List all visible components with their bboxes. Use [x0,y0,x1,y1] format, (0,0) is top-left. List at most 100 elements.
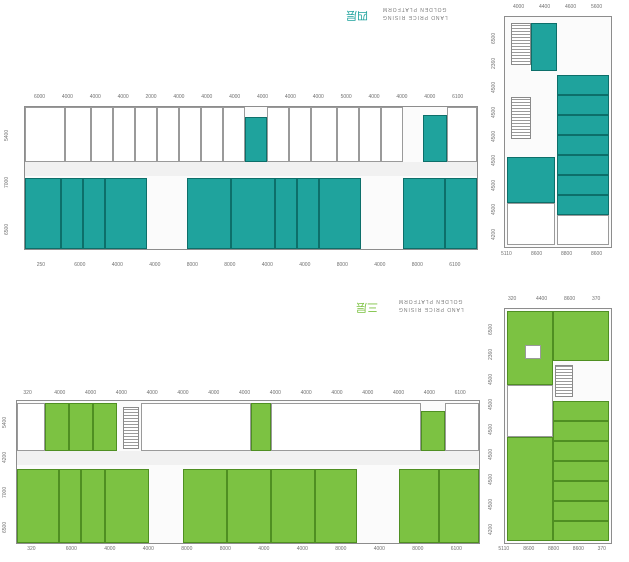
dimension-label: 5110 [501,251,512,257]
dimension-label: 4000 [111,262,123,268]
dimension-label: 4000 [269,390,281,396]
dimension-label: 4500 [491,106,497,118]
dimension-label: 4000 [149,262,161,268]
room [17,403,45,451]
dimension-label: 4000 [258,546,270,552]
dimension-label: 6100 [452,94,464,100]
dimension-label: 6500 [491,33,497,45]
room [289,107,311,162]
dimension-label: 4000 [146,390,158,396]
dimension-label: 5000 [340,94,352,100]
floor-3-subtitle-1: GOLDEN PLATFORM [398,298,463,304]
room-highlight [421,411,445,451]
room-highlight [245,117,267,162]
room-highlight [227,469,271,543]
room-highlight [25,178,61,249]
dimension-label: 4500 [491,130,497,142]
dimension-label: 5400 [4,130,10,142]
dimension-label: 6100 [450,546,462,552]
room [179,107,201,162]
room [507,385,553,437]
floor-3-title: 三层 [356,301,378,314]
room [141,403,251,451]
dimension-label: 8600 [572,546,584,552]
dimension-label: 4000 [85,390,97,396]
room-highlight [231,178,275,249]
dimension-label: 8800 [548,546,560,552]
room-highlight [59,469,81,543]
dimension-label: 5600 [591,4,603,10]
dimension-label: 8000 [181,546,193,552]
room-highlight [275,178,297,249]
dimension-label: 4200 [2,451,8,463]
dimension-label: 8600 [591,251,603,257]
dimension-label: 4500 [488,423,494,435]
dimension-label: 6000 [33,94,46,100]
room-highlight [251,403,271,451]
dimension-label: 8000 [224,262,236,268]
room [113,107,135,162]
dimension-label: 4500 [491,155,497,167]
room-highlight [557,95,609,115]
dimension-label: 4500 [488,499,494,511]
dimension-label: 4000 [208,390,220,396]
dimension-label: 4000 [299,262,311,268]
room-highlight [557,155,609,175]
room-highlight [553,311,609,361]
dimension-label: 4000 [117,94,129,100]
dimension-label: 8600 [564,296,576,302]
dimension-label: 4000 [256,94,269,100]
dimension-label: 4400 [536,296,548,302]
dimension-label: 6000 [74,262,86,268]
floor-3-subtitle-2: LAND PRICE RISING [398,306,464,312]
dimension-label: 370 [597,546,606,552]
dimension-label: 4000 [239,390,251,396]
room-highlight [105,178,147,249]
dimension-label: 4600 [565,4,577,10]
room-highlight [557,75,609,95]
dimension-label: 4000 [104,546,116,552]
dimension-label: 4000 [54,390,66,396]
dimension-label: 4500 [488,474,494,486]
room [271,403,421,451]
dimension-label: 8000 [336,262,348,268]
room [337,107,359,162]
room-highlight [553,461,609,481]
floor-4-subtitle-1: GOLDEN PLATFORM [382,6,447,12]
room [445,403,479,451]
dimension-label: 4000 [142,546,154,552]
dimension-label: 4500 [488,373,494,385]
room-highlight [83,178,105,249]
room [311,107,337,162]
room-highlight [553,521,609,541]
dimension-label: 7000 [4,176,10,188]
dimension-label: 4000 [368,94,380,100]
room-highlight [553,501,609,521]
room [135,107,157,162]
room-highlight [319,178,361,249]
room [201,107,223,162]
dimension-label: 8000 [219,546,231,552]
room-highlight [17,469,59,543]
dimension-label: 5110 [498,546,510,552]
dimension-label: 8600 [523,546,535,552]
dimension-label: 4000 [513,4,525,10]
room [359,107,381,162]
dimension-label: 4200 [488,524,494,536]
dimension-label: 8000 [411,262,423,268]
room-highlight [439,469,479,543]
dimension-label: 4000 [177,390,189,396]
room [157,107,179,162]
dimension-label: 6100 [449,262,461,268]
dimension-label: 4000 [115,390,127,396]
room-highlight [297,178,319,249]
dimension-label: 2000 [145,94,157,100]
room [447,107,477,162]
dimension-label: 6500 [2,521,8,533]
room-highlight [183,469,227,543]
dimension-label: 6500 [4,223,10,235]
dimension-label: 8600 [531,251,543,257]
